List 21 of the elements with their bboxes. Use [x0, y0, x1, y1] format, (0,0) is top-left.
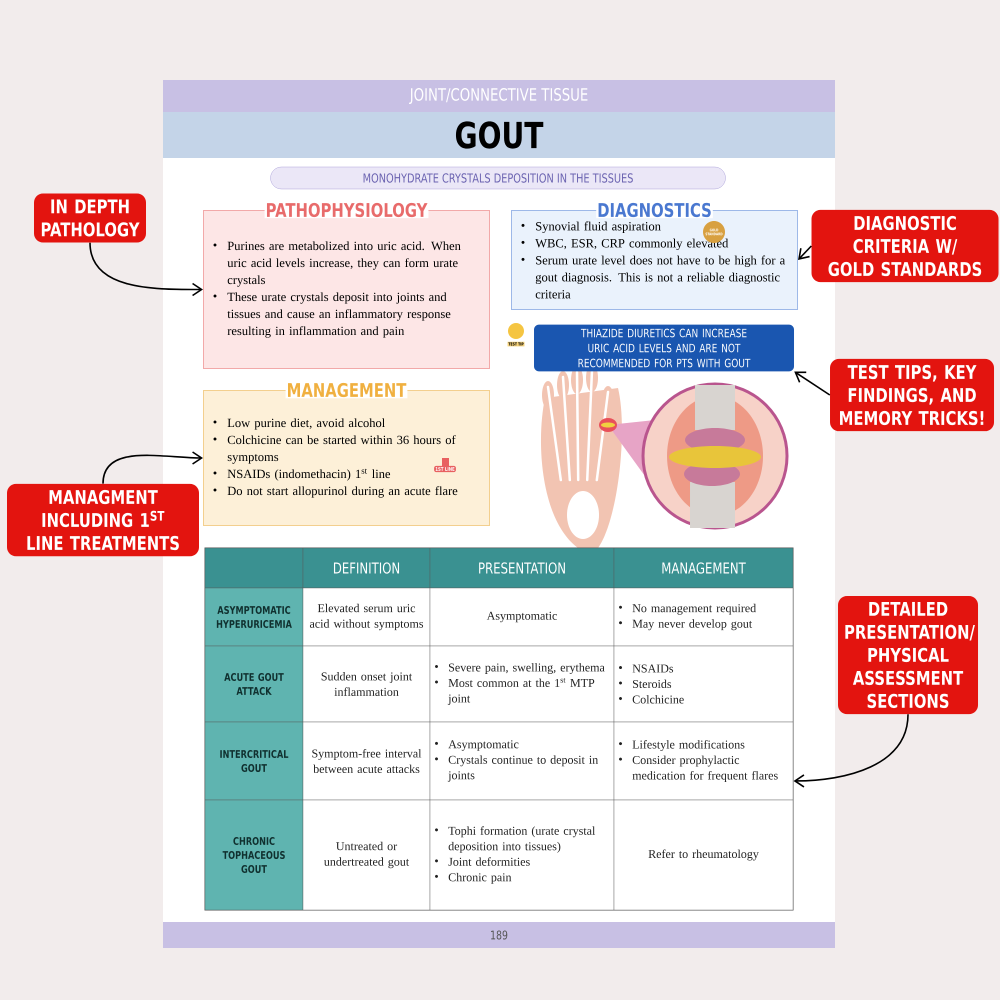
- tip-box: THIAZIDE DIURETICS CAN INCREASE URIC ACID LEVELS AND ARE NOT RECOMMENDED FOR PTS WITH GOUT: [534, 324, 794, 372]
- node-label: Do not start allopurinol during an acute flare: [228, 486, 458, 498]
- node-label: Low purine diet, avoid alcohol: [228, 418, 385, 430]
- section-heading: PATHOPHYSIOLOGY: [264, 202, 428, 218]
- callout-box: MANAGMENT INCLUDING 1$^{ST}$ LINE TREATMENTS: [7, 484, 199, 556]
- callout-box: DIAGNOSTIC CRITERIA W/ GOLD STANDARDS: [812, 210, 999, 282]
- banner: MONOHYDRATE CRYSTALS DEPOSITION IN THE TISSUES: [270, 166, 726, 190]
- arrow: [794, 371, 830, 396]
- arrow: [798, 245, 812, 260]
- header-band: JOINT/CONNECTIVE TISSUE: [163, 80, 836, 112]
- page-number-band: 189: [163, 922, 836, 948]
- arrow: [794, 714, 909, 788]
- node-label: NSAIDs (indomethacin) 1$^{st}$ line: [228, 468, 390, 481]
- arrow: [89, 242, 203, 296]
- section-heading: DIAGNOSTICS: [596, 202, 713, 218]
- section-heading: MANAGEMENT: [286, 382, 408, 398]
- arrow: [102, 451, 203, 484]
- callout-box: TEST TIPS, KEY FINDINGS, AND MEMORY TRICKS!: [830, 358, 994, 432]
- callout-box: IN DEPTH PATHOLOGY: [34, 193, 146, 243]
- title-band: GOUT: [163, 112, 836, 158]
- callout-box: DETAILED PRESENTATION/ PHYSICAL ASSESSMENT SECTIONS: [838, 596, 978, 714]
